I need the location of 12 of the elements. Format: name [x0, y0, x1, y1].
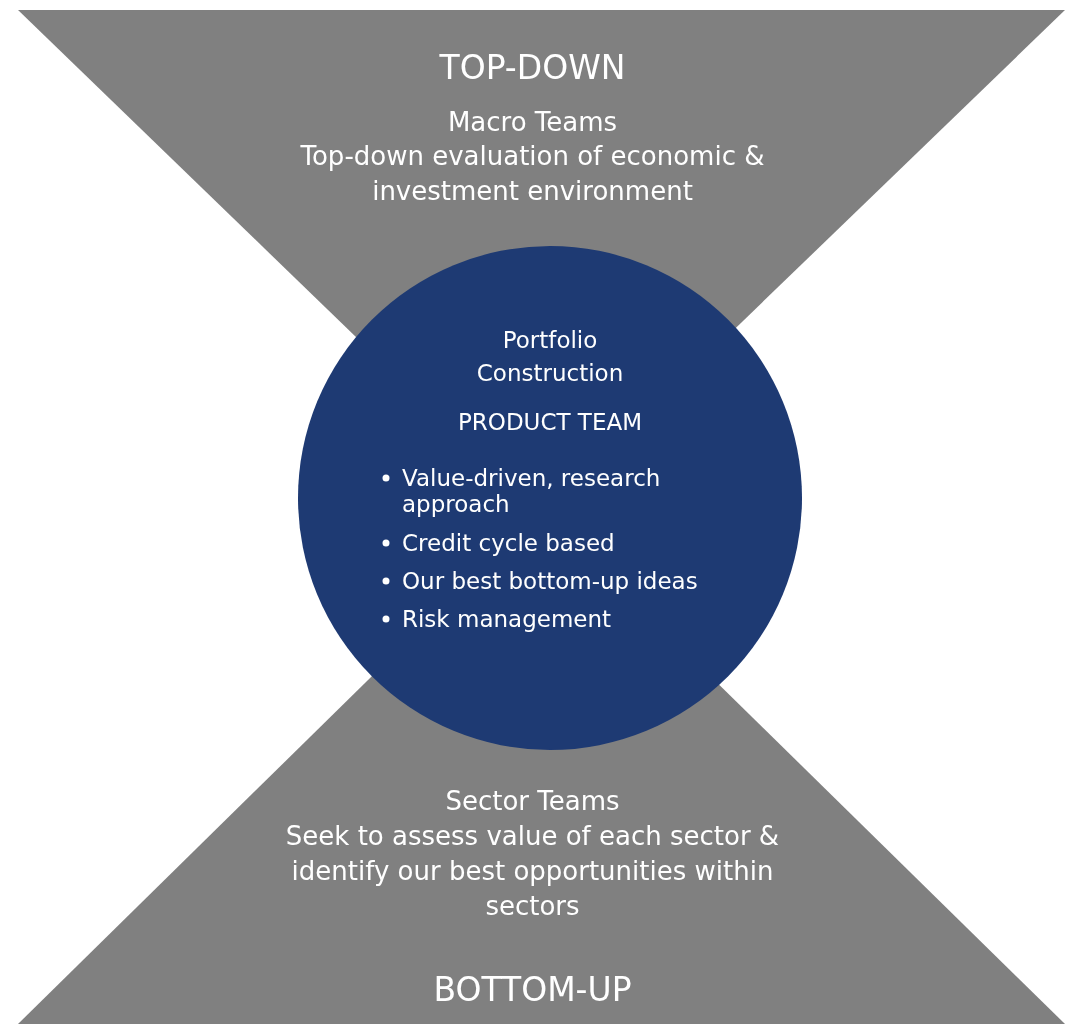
description: Top-down evaluation of economic & investment environment — [299, 140, 766, 209]
bullet-text: Credit cycle based — [402, 529, 615, 556]
heading: TOP-DOWN — [439, 48, 626, 88]
team-title: PRODUCT TEAM — [457, 408, 643, 435]
heading: BOTTOM-UP — [433, 970, 632, 1010]
bullet-text: Risk management — [402, 606, 612, 633]
description: Seek to assess value of each sector & identify our best opportunities within sectors — [284, 820, 781, 924]
circle-heading: Portfolio Construction — [475, 326, 625, 389]
bullet-text: Our best bottom-up ideas — [402, 568, 698, 594]
team-title: Macro Teams — [447, 105, 618, 139]
team-title: Sector Teams — [445, 785, 620, 819]
bullet-text: Value-driven, research approach — [402, 464, 661, 518]
